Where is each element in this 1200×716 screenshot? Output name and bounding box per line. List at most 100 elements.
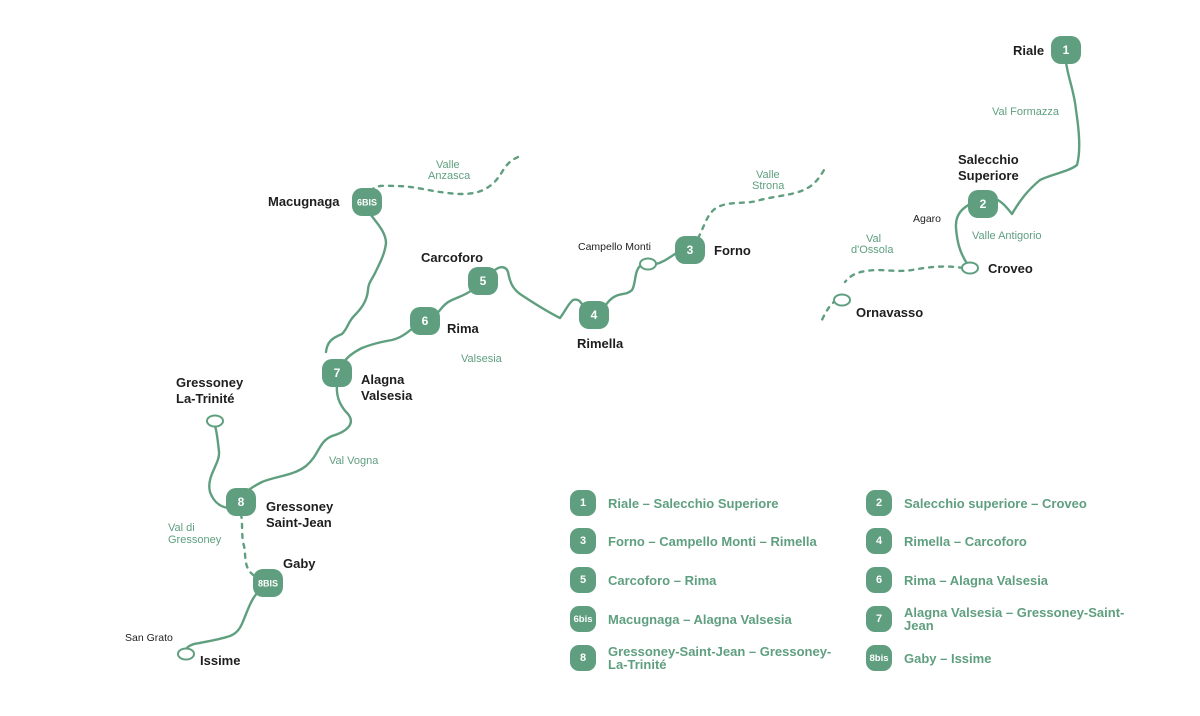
valley-val-dossola-2: d'Ossola: [851, 244, 894, 256]
place-agaro: Agaro: [913, 213, 941, 225]
marker-5[interactable]: 5: [468, 267, 498, 295]
legend-item-1[interactable]: 1 Riale – Salecchio Superiore: [570, 490, 843, 516]
valley-valle-strona-1: Valle: [756, 169, 780, 181]
svg-text:7: 7: [334, 366, 341, 380]
marker-4[interactable]: 4: [579, 301, 609, 329]
legend-item-2[interactable]: 2 Salecchio superiore – Croveo: [866, 490, 1139, 516]
svg-text:1: 1: [1063, 43, 1070, 57]
route-riale-salecchio: [991, 60, 1081, 216]
place-forno: Forno: [714, 243, 751, 258]
svg-text:3: 3: [687, 243, 694, 257]
legend-badge: 4: [866, 528, 892, 554]
legend-label: Macugnaga – Alagna Valsesia: [608, 611, 792, 627]
legend-badge: 2: [866, 490, 892, 516]
route-anzasca: [370, 155, 520, 196]
svg-text:4: 4: [591, 308, 598, 322]
route-ornavasso: [820, 298, 838, 322]
legend-badge: 8bis: [866, 645, 892, 671]
valley-valle-strona-2: Strona: [752, 180, 785, 192]
legend-badge: 1: [570, 490, 596, 516]
valley-val-di-gressoney-2: Gressoney: [168, 534, 222, 546]
place-gressoney-la-trinite-1: Gressoney: [176, 375, 244, 390]
place-superiore: Superiore: [958, 168, 1019, 183]
valley-val-dossola-1: Val: [866, 233, 881, 245]
place-gressoney-la-trinite-2: La-Trinité: [176, 391, 235, 406]
place-gressoney-saint-jean-1: Gressoney: [266, 499, 334, 514]
route-dossola: [843, 265, 965, 284]
stop-campello-monti: [639, 257, 657, 271]
legend-badge: 6: [866, 567, 892, 593]
valley-valle-anzasca-2: Anzasca: [428, 170, 471, 182]
legend-item-3[interactable]: 3 Forno – Campello Monti – Rimella: [570, 528, 843, 554]
place-carcoforo: Carcoforo: [421, 250, 483, 265]
svg-text:8: 8: [238, 495, 245, 509]
legend-label: Riale – Salecchio Superiore: [608, 495, 779, 511]
legend-badge: 8: [570, 645, 596, 671]
route-legend: 1 Riale – Salecchio Superiore 2 Salecchi…: [570, 488, 1170, 688]
place-riale: Riale: [1013, 43, 1044, 58]
route-gaby-issime: [184, 587, 264, 653]
route-forno-campello: [654, 250, 680, 266]
marker-2[interactable]: 2: [968, 190, 998, 218]
stop-croveo: [961, 261, 979, 275]
legend-label: Forno – Campello Monti – Rimella: [608, 533, 817, 549]
legend-item-6[interactable]: 6 Rima – Alagna Valsesia: [866, 567, 1139, 593]
legend-item-4[interactable]: 4 Rimella – Carcoforo: [866, 528, 1139, 554]
legend-badge: 6bis: [570, 606, 596, 632]
legend-badge: 3: [570, 528, 596, 554]
place-alagna: Alagna: [361, 372, 405, 387]
route-macugnaga-alagna: [324, 213, 388, 354]
route-alagna-gressoney: [244, 383, 353, 495]
marker-6[interactable]: 6: [410, 307, 440, 335]
route-strona: [696, 168, 826, 240]
place-croveo: Croveo: [988, 261, 1033, 276]
place-ornavasso: Ornavasso: [856, 305, 923, 320]
place-issime: Issime: [200, 653, 240, 668]
legend-item-8[interactable]: 8 Gressoney-Saint-Jean – Gressoney-La-Tr…: [570, 645, 843, 671]
valley-val-formazza: Val Formazza: [992, 106, 1060, 118]
legend-label: Gaby – Issime: [904, 650, 992, 666]
legend-label: Carcoforo – Rima: [608, 572, 717, 588]
valley-valle-anzasca-1: Valle: [436, 159, 460, 171]
place-macugnaga: Macugnaga: [268, 194, 340, 209]
legend-item-6bis[interactable]: 6bis Macugnaga – Alagna Valsesia: [570, 606, 843, 632]
marker-6bis[interactable]: 6BIS: [352, 188, 382, 216]
legend-badge: 5: [570, 567, 596, 593]
svg-text:6BIS: 6BIS: [357, 198, 377, 208]
legend-label: Salecchio superiore – Croveo: [904, 495, 1087, 511]
place-rimella: Rimella: [577, 336, 624, 351]
marker-3[interactable]: 3: [675, 236, 705, 264]
legend-label: Alagna Valsesia – Gressoney-Saint-Jean: [904, 605, 1125, 633]
valley-val-di-gressoney-1: Val di: [168, 522, 195, 534]
place-campello-monti: Campello Monti: [578, 241, 651, 253]
svg-text:8BIS: 8BIS: [258, 579, 278, 589]
legend-item-7[interactable]: 7 Alagna Valsesia – Gressoney-Saint-Jean: [866, 606, 1139, 632]
legend-item-8bis[interactable]: 8bis Gaby – Issime: [866, 645, 1139, 671]
route-gressoney-gaby: [239, 512, 262, 581]
route-rimella-carcoforo: [493, 266, 585, 320]
legend-label: Rima – Alagna Valsesia: [904, 572, 1049, 588]
valley-valle-antigorio: Valle Antigorio: [972, 230, 1042, 242]
marker-8bis[interactable]: 8BIS: [253, 569, 283, 597]
route-salecchio-croveo: [954, 201, 974, 267]
legend-badge: 7: [866, 606, 892, 632]
svg-text:2: 2: [980, 197, 987, 211]
place-gaby: Gaby: [283, 556, 316, 571]
place-valsesia-town: Valsesia: [361, 388, 413, 403]
marker-1[interactable]: 1: [1051, 36, 1081, 64]
legend-label: Gressoney-Saint-Jean – Gressoney-La-Trin…: [608, 644, 832, 672]
marker-7[interactable]: 7: [322, 359, 352, 387]
legend-item-5[interactable]: 5 Carcoforo – Rima: [570, 567, 843, 593]
place-salecchio: Salecchio: [958, 152, 1019, 167]
svg-text:5: 5: [480, 274, 487, 288]
route-rima-alagna: [342, 325, 416, 364]
stop-gressoney-la-trinite: [206, 414, 224, 428]
valley-valsesia: Valsesia: [461, 353, 503, 365]
stop-issime: [177, 647, 195, 661]
place-gressoney-saint-jean-2: Saint-Jean: [266, 515, 332, 530]
route-gressoney-lt: [208, 424, 236, 510]
marker-8[interactable]: 8: [226, 488, 256, 516]
svg-text:6: 6: [422, 314, 429, 328]
route-carcoforo-rima: [432, 288, 474, 318]
